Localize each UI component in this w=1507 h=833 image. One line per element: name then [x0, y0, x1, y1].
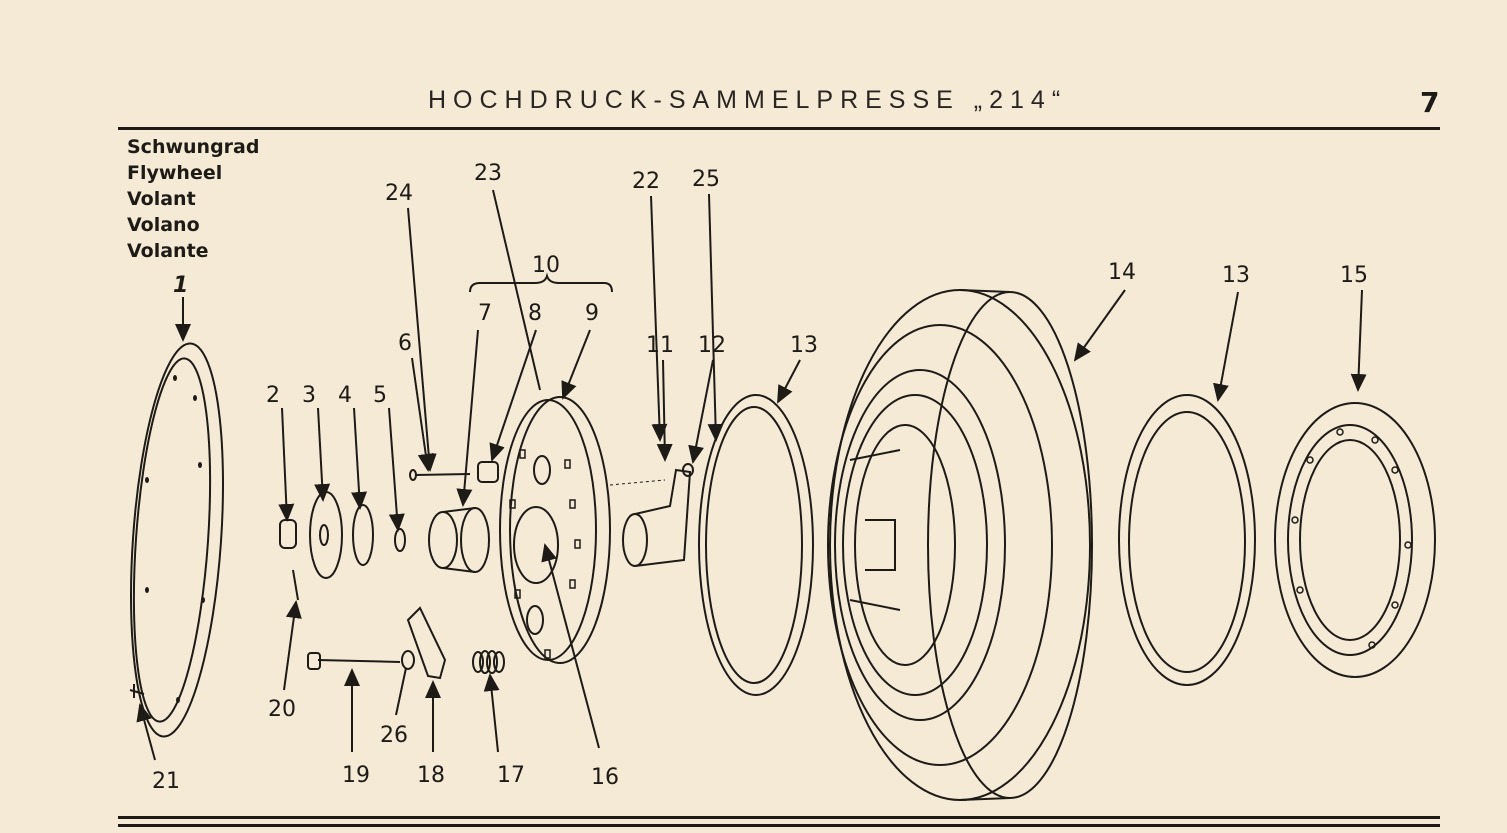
name-german: Schwungrad — [127, 136, 260, 158]
part-ring — [352, 504, 374, 566]
callout-2: 2 — [266, 383, 280, 408]
leader-lines — [136, 189, 1367, 761]
callout-19: 19 — [342, 763, 370, 788]
callout-13-rear: 13 — [1222, 263, 1250, 288]
callout-5: 5 — [373, 383, 387, 408]
part-nut — [279, 519, 297, 549]
part-washer — [309, 491, 343, 579]
callout-1: 1 — [173, 273, 188, 298]
callout-4: 4 — [338, 383, 352, 408]
part-bolt — [409, 469, 471, 481]
callout-26: 26 — [380, 723, 408, 748]
part-pin — [292, 569, 299, 601]
page-number: 7 — [1420, 86, 1440, 119]
callout-17: 17 — [497, 763, 525, 788]
part-small-ring — [394, 528, 406, 552]
callout-15: 15 — [1340, 263, 1368, 288]
footer-rule-bottom — [118, 824, 1440, 827]
callout-10: 10 — [532, 253, 560, 278]
callout-3: 3 — [302, 383, 316, 408]
part-rear-plate — [1274, 402, 1436, 678]
part-link-plate — [406, 606, 447, 680]
part-cover-plate — [129, 342, 224, 738]
callout-6: 6 — [398, 331, 412, 356]
callout-22: 22 — [632, 169, 660, 194]
page-title: HOCHDRUCK-SAMMELPRESSE „214“ — [428, 86, 1068, 114]
name-italian: Volano — [127, 214, 200, 236]
callout-25: 25 — [692, 167, 720, 192]
callout-12: 12 — [698, 333, 726, 358]
assembly-name-list: Schwungrad Flywheel Volant Volano Volant… — [127, 134, 259, 264]
callout-16: 16 — [591, 765, 619, 790]
part-lever — [609, 463, 694, 567]
part-flywheel — [827, 289, 1093, 801]
name-english: Flywheel — [127, 162, 223, 184]
callout-7: 7 — [478, 301, 492, 326]
callout-numbers: 1 2 3 4 5 6 7 8 9 10 11 12 13 14 13 15 1… — [152, 161, 1368, 794]
callout-11: 11 — [646, 333, 674, 358]
part-seal-ring-front — [698, 394, 814, 696]
header-rule — [118, 127, 1440, 130]
callout-24: 24 — [385, 181, 413, 206]
part-bushing — [428, 507, 490, 573]
callout-21: 21 — [152, 769, 180, 794]
callout-20: 20 — [268, 697, 296, 722]
part-seal-ring-rear — [1118, 394, 1256, 686]
callout-23: 23 — [474, 161, 502, 186]
part-sleeve — [477, 461, 499, 483]
name-spanish: Volante — [127, 240, 209, 262]
footer-rule-top — [118, 816, 1440, 819]
part-clutch-disc — [499, 396, 611, 664]
part-long-bolt — [307, 652, 401, 670]
callout-9: 9 — [585, 301, 599, 326]
callout-13-front: 13 — [790, 333, 818, 358]
part-clip — [401, 650, 415, 670]
name-french: Volant — [127, 188, 196, 210]
callout-18: 18 — [417, 763, 445, 788]
callout-8: 8 — [528, 301, 542, 326]
part-spring — [472, 650, 505, 674]
callout-14: 14 — [1108, 260, 1136, 285]
